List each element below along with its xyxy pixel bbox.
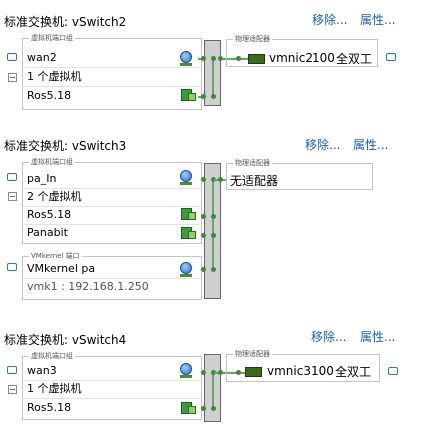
vswitch2-adapter-speed: 100: [312, 51, 335, 65]
vswitch2-vm-count-row: 1 个虚拟机: [23, 68, 201, 86]
vswitch4-vm-count: 1 个虚拟机: [27, 382, 82, 395]
vswitch2-collapse-toggle[interactable]: −: [8, 73, 17, 82]
vswitch2-portgroup-comment-icon[interactable]: [7, 53, 17, 61]
vswitch2-properties-link[interactable]: 属性...: [360, 13, 396, 27]
vswitch3-vm-count-row: 2 个虚拟机: [23, 188, 201, 206]
vswitch2-adapter-comment-icon[interactable]: [386, 53, 396, 61]
network-globe-base-icon: [180, 274, 192, 277]
vswitch4-portgroup-name: wan3: [27, 364, 57, 377]
vswitch3-vmkernel-ip-row: vmk1 : 192.168.1.250: [23, 278, 201, 296]
vswitch4-vm-row[interactable]: Ros5.18: [23, 399, 201, 417]
vswitch2-portgroup-box-title: 虚拟机端口组: [29, 33, 75, 43]
vswitch3-adapter-box-title: 物理适配器: [233, 158, 272, 168]
vswitch3-portgroup-row[interactable]: pa_In: [23, 170, 201, 188]
vswitch4-adapter-box: 物理适配器: [226, 349, 380, 382]
vswitch2-portgroup-box: 虚拟机端口组 wan2 1 个虚拟机 Ros5.18: [22, 33, 202, 110]
vswitch4-adapter-name[interactable]: vmnic3: [267, 364, 311, 378]
vswitch3-vm-row-1[interactable]: Ros5.18: [23, 206, 201, 224]
vswitch3-no-adapter-label: 无适配器: [230, 174, 279, 188]
vswitch2-title: 标准交换机: vSwitch2: [4, 15, 127, 29]
vswitch3-portgroup-name: pa_In: [27, 172, 57, 185]
vswitch3-vmkernel-row[interactable]: VMkernel pa: [23, 260, 201, 278]
vswitch2-adapter-box-title: 物理适配器: [233, 34, 272, 44]
vswitch3-portgroup-box: 虚拟机端口组 pa_In 2 个虚拟机 Ros5.18 Panabit: [22, 157, 202, 244]
vswitch4-collapse-toggle[interactable]: −: [8, 385, 17, 394]
vswitch3-vmkernel-box: VMkernel 端口 VMkernel pa vmk1 : 192.168.1…: [22, 251, 202, 300]
network-globe-base-icon: [180, 182, 192, 185]
vswitch2-adapter-box: 物理适配器: [226, 34, 378, 67]
vswitch2-adapter-duplex: 全双工: [336, 52, 373, 66]
network-globe-icon: [180, 363, 192, 375]
vswitch3-vmkernel-comment-icon[interactable]: [7, 263, 17, 271]
nic-card-icon: [248, 54, 265, 64]
network-globe-base-icon: [180, 375, 192, 378]
network-globe-icon: [180, 170, 192, 182]
vswitch3-vm-name-2: Panabit: [27, 226, 68, 239]
vswitch3-collapse-toggle[interactable]: −: [8, 192, 17, 201]
vswitch4-properties-link[interactable]: 属性...: [360, 330, 396, 344]
vswitch4-remove-link[interactable]: 移除...: [311, 330, 347, 344]
vswitch3-remove-link[interactable]: 移除...: [305, 138, 341, 152]
vswitch3-vmkernel-box-title: VMkernel 端口: [29, 251, 82, 261]
vswitch3-vmkernel-name: VMkernel pa: [27, 262, 96, 275]
vswitch4-title: 标准交换机: vSwitch4: [4, 333, 127, 347]
vswitch2-portgroup-row[interactable]: wan2: [23, 49, 201, 67]
vswitch4-portgroup-box: 虚拟机端口组 wan3 1 个虚拟机 Ros5.18: [22, 351, 202, 420]
vswitch3-portgroup-box-title: 虚拟机端口组: [29, 157, 75, 167]
vswitch2-vm-count: 1 个虚拟机: [27, 70, 82, 83]
vswitch4-portgroup-comment-icon[interactable]: [7, 366, 17, 374]
network-globe-base-icon: [180, 63, 192, 66]
vswitch3-vm-row-2[interactable]: Panabit: [23, 224, 201, 242]
vswitch4-portgroup-row[interactable]: wan3: [23, 362, 201, 380]
vswitch2-adapter-name[interactable]: vmnic2: [269, 51, 313, 65]
vm-screen-icon: [188, 212, 196, 220]
vswitch4-vm-name: Ros5.18: [27, 401, 72, 414]
vswitch4-adapter-box-title: 物理适配器: [233, 349, 272, 359]
vswitch3-vm-count: 2 个虚拟机: [27, 190, 82, 203]
vswitch2-remove-link[interactable]: 移除...: [312, 13, 348, 27]
vswitch3-properties-link[interactable]: 属性...: [353, 138, 389, 152]
network-globe-icon: [180, 262, 192, 274]
nic-card-icon: [245, 367, 262, 377]
vswitch3-vm-name-1: Ros5.18: [27, 208, 72, 221]
vswitch2-vm-name: Ros5.18: [27, 89, 72, 102]
vswitch3-adapter-box: 物理适配器: [226, 158, 373, 190]
vswitch3-vmkernel-ip: vmk1 : 192.168.1.250: [27, 280, 149, 293]
vswitch4-vm-count-row: 1 个虚拟机: [23, 380, 201, 398]
vswitch3-title: 标准交换机: vSwitch3: [4, 139, 127, 153]
vswitch2-portgroup-name: wan2: [27, 51, 57, 64]
vswitch4-adapter-duplex: 全双工: [335, 365, 372, 379]
vswitch2-vm-row[interactable]: Ros5.18: [23, 87, 201, 105]
vm-screen-icon: [188, 406, 196, 414]
vm-screen-icon: [188, 231, 196, 239]
vswitch4-adapter-comment-icon[interactable]: [388, 367, 398, 375]
vswitch4-adapter-speed: 100: [311, 364, 334, 378]
vswitch4-portgroup-box-title: 虚拟机端口组: [29, 351, 75, 361]
network-globe-icon: [180, 51, 192, 63]
vm-screen-icon: [188, 93, 196, 101]
vswitch3-portgroup-comment-icon[interactable]: [7, 173, 17, 181]
